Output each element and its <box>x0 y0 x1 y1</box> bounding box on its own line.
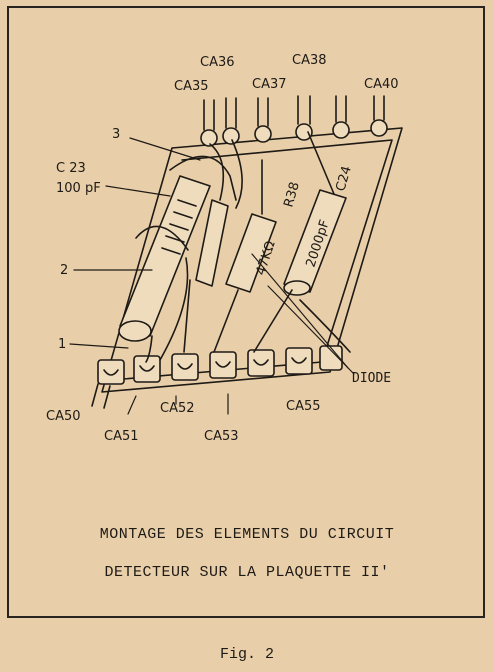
label-ca35: CA35 <box>174 79 209 94</box>
label-ca37: CA37 <box>252 77 287 92</box>
label-ca40: CA40 <box>364 77 399 92</box>
resistor-r38 <box>213 159 277 353</box>
figure-number: Fig. 2 <box>219 646 274 663</box>
label-num3: 3 <box>112 127 120 142</box>
label-ca50: CA50 <box>46 409 81 424</box>
figure-frame <box>7 6 485 618</box>
top-terminals <box>200 95 388 147</box>
leader-lines <box>69 137 355 415</box>
label-c23-name: C 23 <box>56 161 86 176</box>
label-ca51: CA51 <box>104 429 139 444</box>
block-component <box>195 199 229 287</box>
label-num1: 1 <box>58 337 66 352</box>
caption-line-2: DETECTEUR SUR LA PLAQUETTE II' <box>104 564 390 581</box>
label-r38: R38 <box>281 180 302 209</box>
label-ca36: CA36 <box>200 55 235 70</box>
label-diode: DIODE <box>352 371 391 386</box>
label-ca52: CA52 <box>160 401 195 416</box>
label-c23-value: 100 pF <box>56 181 101 196</box>
capacitor-c24 <box>253 131 347 353</box>
label-c24: C24 <box>333 164 354 193</box>
label-ca53: CA53 <box>204 429 239 444</box>
label-ca38: CA38 <box>292 53 327 68</box>
capacitor-c23 <box>118 175 211 342</box>
caption-line-1: MONTAGE DES ELEMENTS DU CIRCUIT <box>99 526 395 543</box>
label-ca55: CA55 <box>286 399 321 414</box>
wires <box>145 139 351 363</box>
label-num2: 2 <box>60 263 68 278</box>
bottom-terminals <box>91 345 343 409</box>
